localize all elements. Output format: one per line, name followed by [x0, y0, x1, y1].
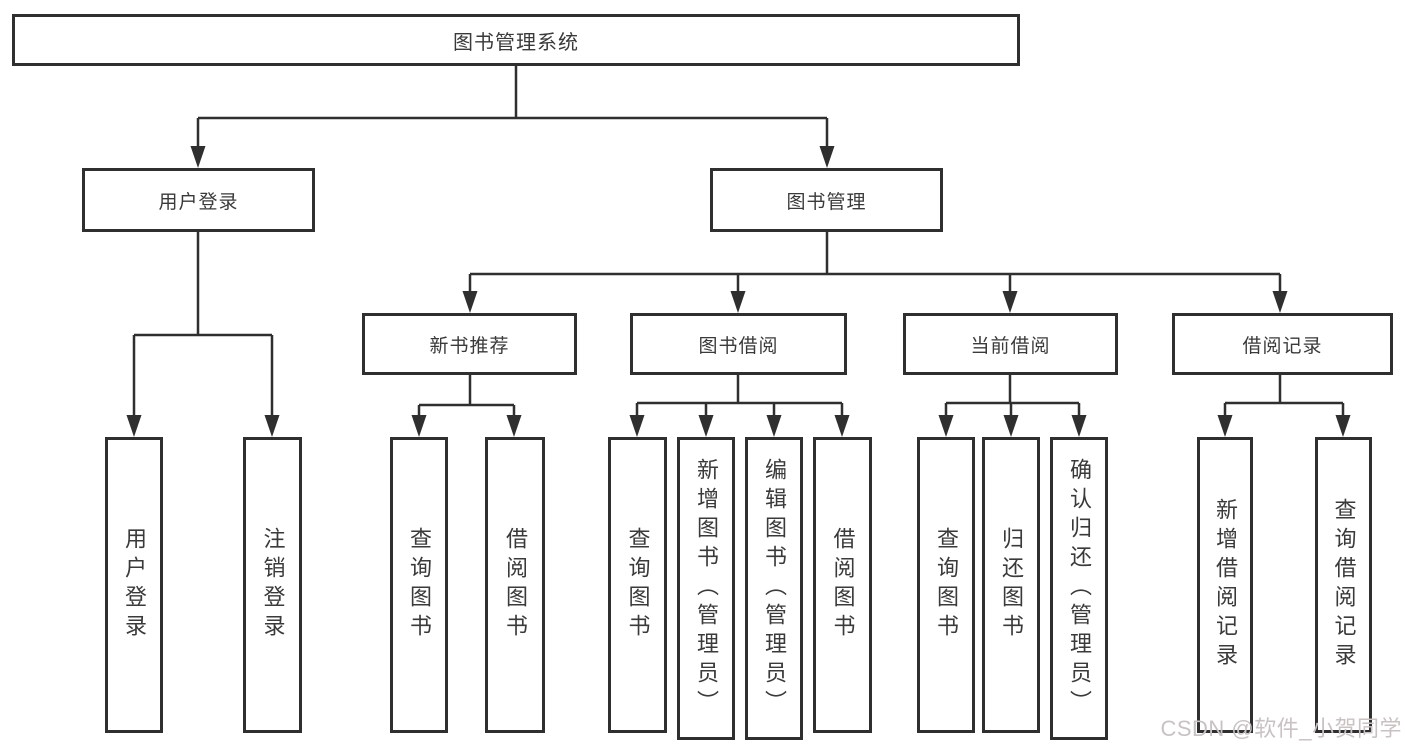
leaf-borrow-books-recommend: 借阅图书 — [485, 437, 545, 733]
leaf-return-books: 归还图书 — [982, 437, 1040, 733]
arrowhead — [1002, 291, 1018, 313]
arrowhead — [698, 415, 714, 437]
leaf-add-book-admin: 新增图书（管理员） — [677, 437, 735, 740]
connector-book-mgmt-to-level3 — [462, 232, 1288, 313]
node-new-book-recommendation: 新书推荐 — [362, 313, 577, 375]
arrowhead — [819, 146, 835, 168]
arrowhead — [1217, 415, 1233, 437]
connector-new-book-children — [411, 375, 522, 437]
arrowhead — [1071, 415, 1087, 437]
node-book-borrowing: 图书借阅 — [630, 313, 847, 375]
node-current-borrowing: 当前借阅 — [903, 313, 1118, 375]
leaf-query-books-borrow: 查询图书 — [608, 437, 667, 733]
node-library-management-system: 图书管理系统 — [12, 14, 1020, 66]
arrowhead — [834, 415, 850, 437]
node-user-login: 用户登录 — [82, 168, 315, 232]
connector-root-to-level2 — [190, 66, 835, 168]
arrowhead — [1003, 415, 1019, 437]
leaf-borrow-books: 借阅图书 — [813, 437, 872, 733]
leaf-edit-book-admin: 编辑图书（管理员） — [745, 437, 803, 740]
node-book-management: 图书管理 — [710, 168, 943, 232]
leaf-query-borrow-record: 查询借阅记录 — [1315, 437, 1372, 733]
arrowhead — [730, 291, 746, 313]
arrowhead — [264, 415, 280, 437]
leaf-query-books-recommend: 查询图书 — [390, 437, 448, 733]
arrowhead — [766, 415, 782, 437]
arrowhead — [126, 415, 142, 437]
arrowhead — [938, 415, 954, 437]
connector-book-borrow-children — [629, 375, 850, 437]
arrowhead — [506, 415, 522, 437]
arrowhead — [462, 291, 478, 313]
leaf-add-borrow-record: 新增借阅记录 — [1197, 437, 1253, 733]
connector-borrow-records-children — [1217, 375, 1351, 437]
csdn-watermark: CSDN @软件_小贺同学 — [1160, 716, 1402, 741]
leaf-user-login: 用户登录 — [105, 437, 163, 733]
arrowhead — [190, 146, 206, 168]
node-borrowing-records: 借阅记录 — [1172, 313, 1393, 375]
connector-current-borrow-children — [938, 375, 1087, 437]
arrowhead — [1335, 415, 1351, 437]
arrowhead — [629, 415, 645, 437]
arrowhead — [411, 415, 427, 437]
arrowhead — [1272, 291, 1288, 313]
leaf-query-books-current: 查询图书 — [917, 437, 975, 733]
leaf-logout: 注销登录 — [243, 437, 302, 733]
leaf-confirm-return-admin: 确认归还（管理员） — [1050, 437, 1108, 740]
connector-user-login-children — [126, 232, 280, 437]
